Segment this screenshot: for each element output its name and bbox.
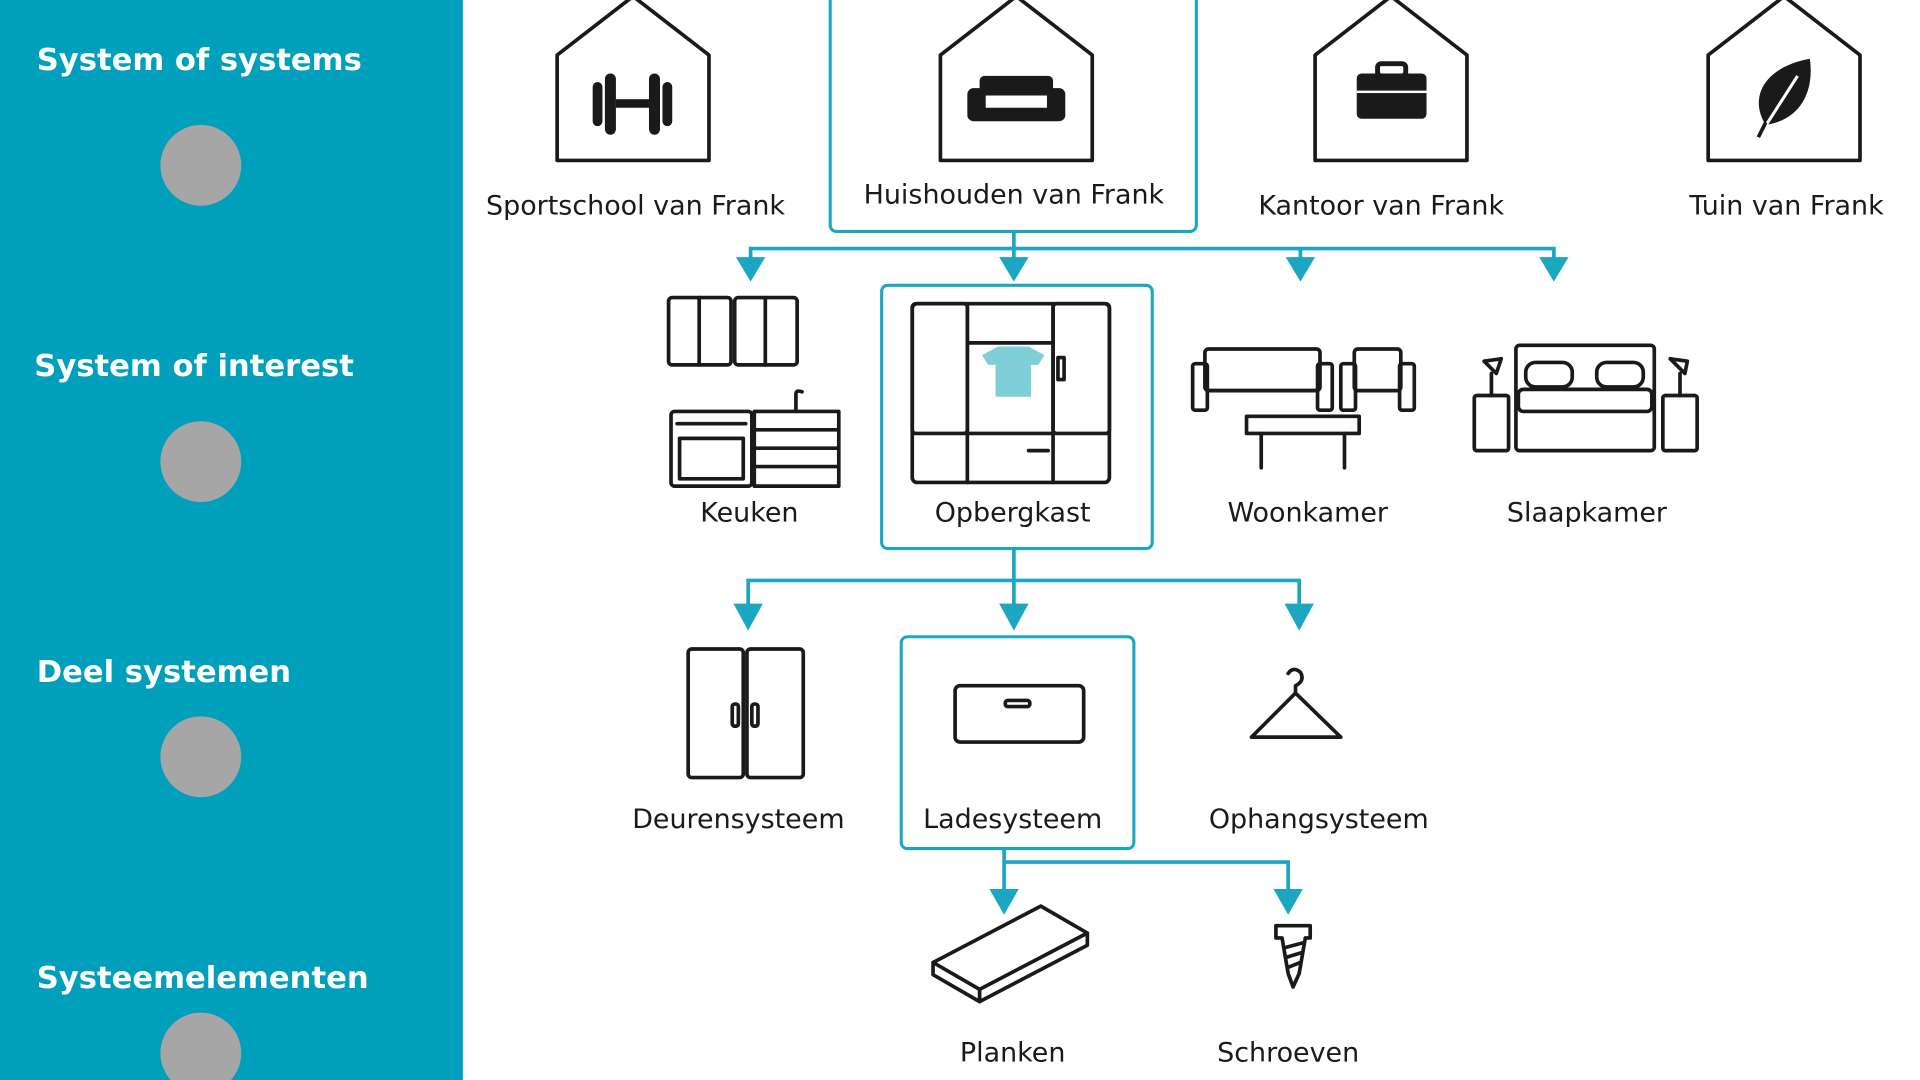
node-label: Kantoor van Frank bbox=[1258, 190, 1504, 221]
sofa-icon bbox=[967, 75, 1066, 122]
highlight-box bbox=[899, 635, 1136, 851]
screw-icon bbox=[1274, 923, 1313, 989]
living-room-icon bbox=[1190, 347, 1417, 470]
node-ophangsysteem: Ophangsysteem bbox=[1209, 667, 1429, 835]
level-dot bbox=[160, 716, 242, 798]
level-label-deel-systemen: Deel systemen bbox=[37, 655, 291, 690]
house-icon bbox=[1313, 0, 1469, 163]
level-dot bbox=[160, 124, 242, 206]
node-opbergkast: Opbergkast bbox=[880, 283, 1154, 551]
level-dot bbox=[160, 421, 242, 503]
drawer-icon bbox=[953, 683, 1086, 744]
arrow-icon bbox=[733, 603, 1314, 631]
house-icon bbox=[938, 0, 1095, 163]
connector-level3 bbox=[989, 848, 1303, 915]
connector-level2 bbox=[733, 548, 1314, 631]
level-label-systeemelementen: Systeemelementen bbox=[37, 961, 369, 996]
node-label: Ophangsysteem bbox=[1209, 804, 1429, 835]
node-label: Planken bbox=[960, 1038, 1066, 1069]
connector-level1 bbox=[735, 231, 1569, 282]
wardrobe-icon bbox=[910, 301, 1112, 485]
node-tuin: Tuin van Frank bbox=[1688, 0, 1884, 221]
node-label: Ladesysteem bbox=[923, 804, 1102, 835]
node-huishouden: Huishouden van Frank bbox=[828, 0, 1198, 233]
node-label: Schroeven bbox=[1217, 1038, 1359, 1069]
node-kantoor: Kantoor van Frank bbox=[1258, 0, 1504, 221]
node-planken: Planken bbox=[931, 904, 1090, 1069]
node-label: Woonkamer bbox=[1227, 498, 1388, 529]
node-keuken: Keuken bbox=[666, 295, 841, 529]
leaf-icon bbox=[1756, 58, 1811, 138]
node-ladesysteem: Ladesysteem bbox=[899, 635, 1136, 851]
node-label: Sportschool van Frank bbox=[486, 190, 785, 221]
node-deurensysteem: Deurensysteem bbox=[632, 647, 845, 835]
plank-icon bbox=[931, 904, 1090, 1004]
house-icon bbox=[555, 0, 711, 163]
level-label-system-of-interest: System of interest bbox=[34, 349, 354, 384]
highlight-box bbox=[880, 283, 1154, 551]
node-label: Slaapkamer bbox=[1507, 498, 1668, 529]
arrow-icon bbox=[735, 257, 1569, 282]
dumbbell-icon bbox=[592, 73, 673, 135]
node-label: Opbergkast bbox=[935, 498, 1091, 529]
node-slaapkamer: Slaapkamer bbox=[1472, 343, 1699, 529]
kitchen-icon bbox=[666, 295, 841, 488]
node-label: Tuin van Frank bbox=[1688, 190, 1884, 221]
node-label: Huishouden van Frank bbox=[864, 179, 1165, 210]
level-label-system-of-systems: System of systems bbox=[37, 43, 362, 78]
node-label: Keuken bbox=[700, 498, 798, 529]
level-dot bbox=[160, 1012, 242, 1080]
hanger-icon bbox=[1249, 667, 1343, 739]
briefcase-icon bbox=[1356, 61, 1427, 119]
node-woonkamer: Woonkamer bbox=[1190, 347, 1417, 529]
bedroom-icon bbox=[1472, 343, 1699, 453]
node-schroeven: Schroeven bbox=[1217, 923, 1359, 1069]
node-sportschool: Sportschool van Frank bbox=[486, 0, 785, 221]
house-icon bbox=[1706, 0, 1862, 163]
node-label: Deurensysteem bbox=[632, 804, 844, 835]
doors-icon bbox=[686, 647, 806, 780]
arrow-icon bbox=[989, 888, 1303, 915]
